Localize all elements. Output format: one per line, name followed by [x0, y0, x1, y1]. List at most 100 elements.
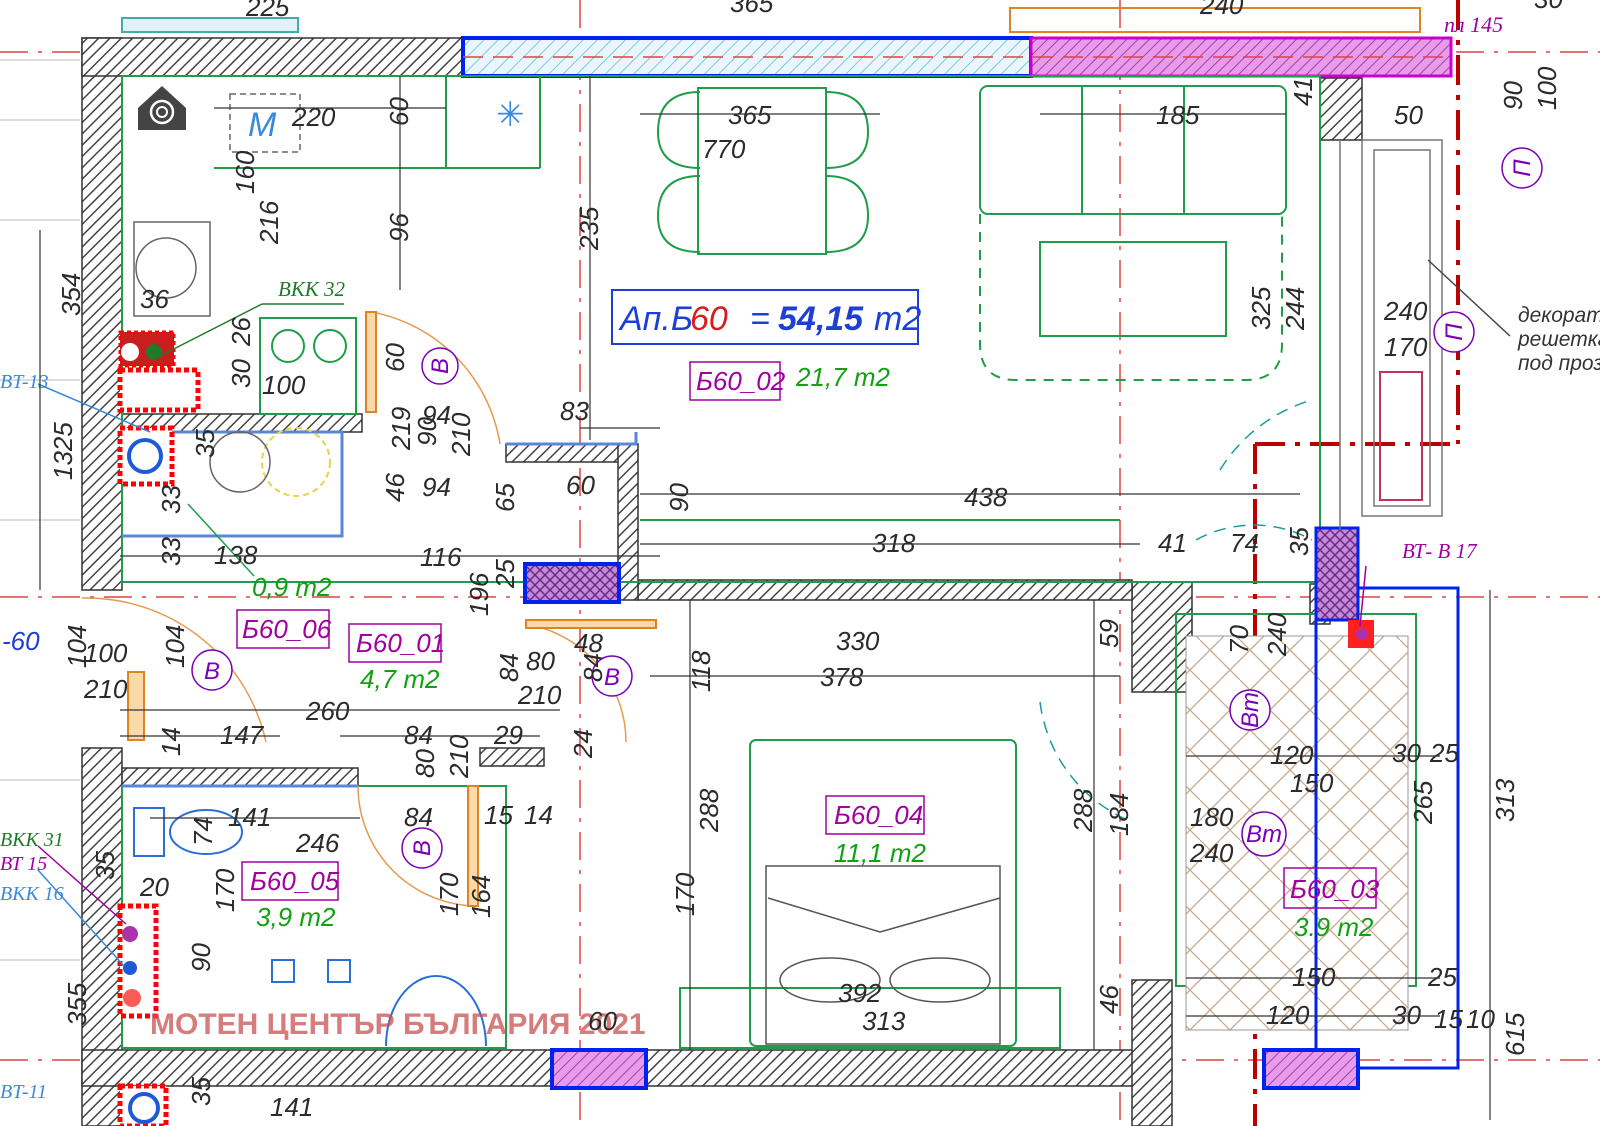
dimension-label: 240 — [1189, 838, 1234, 868]
dimension-label: 84 — [404, 720, 433, 750]
svg-text:В: В — [204, 658, 220, 685]
door-marker-p-2: П — [1433, 311, 1475, 353]
dimension-label: 74 — [1230, 528, 1259, 558]
dimension-label: 10 — [1466, 1004, 1495, 1034]
dimension-label: 330 — [836, 626, 880, 656]
dimension-label: 184 — [1104, 793, 1134, 836]
watermark: МОТЕН ЦЕНТЪР БЪЛГАРИЯ 2021 — [150, 1008, 646, 1041]
room-id-b60-03: Б60_03 — [1290, 874, 1380, 904]
label-m-symbol: M — [248, 106, 277, 144]
dimension-label: 235 — [574, 206, 604, 251]
dimension-label: 240 — [1199, 0, 1244, 20]
room-id-b60-01: Б60_01 — [356, 628, 445, 658]
dimension-label: 30 — [226, 359, 256, 388]
dimension-label: 60 — [384, 97, 414, 126]
dimension-label: 220 — [291, 102, 336, 132]
bed — [765, 865, 1001, 1045]
dimension-label: 84 — [404, 802, 433, 832]
dimension-label: 118 — [686, 650, 716, 692]
dimension-label: 615 — [1500, 1012, 1530, 1056]
annotation-labels: ВКК 32 ВТ- В 17 пл 145 BT-13 ВКК 31 ВТ 1… — [0, 12, 1600, 1103]
label-bt13: BT-13 — [0, 371, 49, 393]
dimension-label: 120 — [1266, 1000, 1310, 1030]
dimension-label: 25 — [1427, 962, 1457, 992]
windows-top — [121, 17, 1453, 78]
room-area-b60-06: 0,9 m2 — [252, 572, 332, 602]
dimension-label: 770 — [702, 134, 746, 164]
dimension-label: 96 — [384, 213, 414, 242]
dimension-label: 392 — [838, 978, 882, 1008]
dimension-label: 244 — [1280, 287, 1310, 331]
label-vkk31: ВКК 31 — [0, 829, 64, 851]
dimension-label: 104 — [160, 625, 190, 668]
dimension-label: 104 — [62, 625, 92, 668]
dimension-label: 33 — [156, 537, 186, 566]
dimension-label: 240 — [1383, 296, 1428, 326]
balcony-rail — [1314, 526, 1460, 1070]
dimension-label: 318 — [872, 528, 916, 558]
dimension-label: 70 — [1224, 625, 1254, 654]
dimension-label: 36 — [140, 284, 169, 314]
dimension-label: 90 — [1498, 81, 1528, 110]
dimension-label: 90 — [664, 483, 694, 512]
dimensions: 225 365 240 30 220 60 365 770 185 41 50 … — [48, 0, 1563, 1122]
dimension-label: 160 — [230, 150, 260, 194]
dimension-label: 48 — [574, 628, 603, 658]
dimension-label: 354 — [56, 273, 86, 316]
dimension-label: 170 — [1384, 332, 1428, 362]
dimension-label: 90 — [186, 943, 216, 972]
dimension-label: 30 — [1534, 0, 1563, 14]
dimension-label: 170 — [434, 872, 464, 916]
title-prefix: Ап.Б — [618, 300, 693, 338]
room-area-b60-01: 4,7 m2 — [360, 664, 440, 694]
dimension-label: 313 — [862, 1006, 906, 1036]
note-line-3: под прозо — [1518, 352, 1600, 375]
room-area-b60-02: 21,7 m2 — [795, 362, 890, 392]
label-plp145: пл 145 — [1444, 12, 1503, 37]
dimension-label: 46 — [380, 473, 410, 502]
dimension-label: 30 — [1392, 1000, 1421, 1030]
title-unit: m2 — [874, 300, 921, 338]
label-boxes — [236, 289, 1377, 909]
dimension-label: 365 — [730, 0, 774, 18]
dimension-label: 26 — [226, 317, 256, 347]
dimension-label: 225 — [245, 0, 290, 22]
svg-text:Вт: Вт — [1237, 692, 1264, 728]
svg-text:П: П — [1509, 159, 1536, 177]
label-vkk32: ВКК 32 — [278, 277, 345, 301]
logo — [138, 86, 186, 130]
dimension-label: 65 — [490, 483, 520, 512]
door-marker-bedroom: В — [591, 655, 633, 697]
sofa — [979, 85, 1287, 381]
dimension-label: 15 — [484, 800, 513, 830]
dimension-label: 84 — [494, 653, 524, 682]
dimension-label: 210 — [446, 412, 476, 457]
dimension-label: 313 — [1490, 778, 1520, 822]
dimension-label: 35 — [186, 1077, 216, 1106]
dimension-label: 80 — [410, 749, 440, 778]
dimension-label: 60 — [588, 1006, 617, 1036]
dimension-lines — [39, 76, 1491, 1120]
dimension-label: 41 — [1288, 77, 1318, 106]
dimension-label: 355 — [62, 982, 92, 1026]
asterisk-icon: ✳ — [496, 96, 525, 134]
dimension-label: 246 — [295, 828, 340, 858]
door-marker-balcony-1: Вт — [1229, 689, 1271, 731]
svg-text:Вт: Вт — [1246, 821, 1282, 848]
room-area-b60-04: 11,1 m2 — [834, 838, 927, 868]
dining-table — [656, 87, 870, 255]
dimension-label: 210 — [444, 734, 474, 779]
interior-lines — [121, 75, 1417, 1049]
dimension-label: 438 — [964, 482, 1008, 512]
dimension-label: 219 — [386, 407, 416, 451]
dimension-label: 260 — [305, 696, 350, 726]
dimension-label: 24 — [568, 729, 598, 759]
door-marker-balcony-2: Вт — [1241, 811, 1287, 857]
dimension-label: 116 — [420, 542, 462, 572]
door-marker-entrance: В — [191, 649, 233, 691]
dimension-label: 20 — [139, 872, 169, 902]
title-area: 54,15 — [778, 300, 864, 338]
room-id-b60-02: Б60_02 — [696, 366, 786, 396]
dimension-label: 288 — [1068, 788, 1098, 833]
dimension-label: 100 — [262, 370, 306, 400]
